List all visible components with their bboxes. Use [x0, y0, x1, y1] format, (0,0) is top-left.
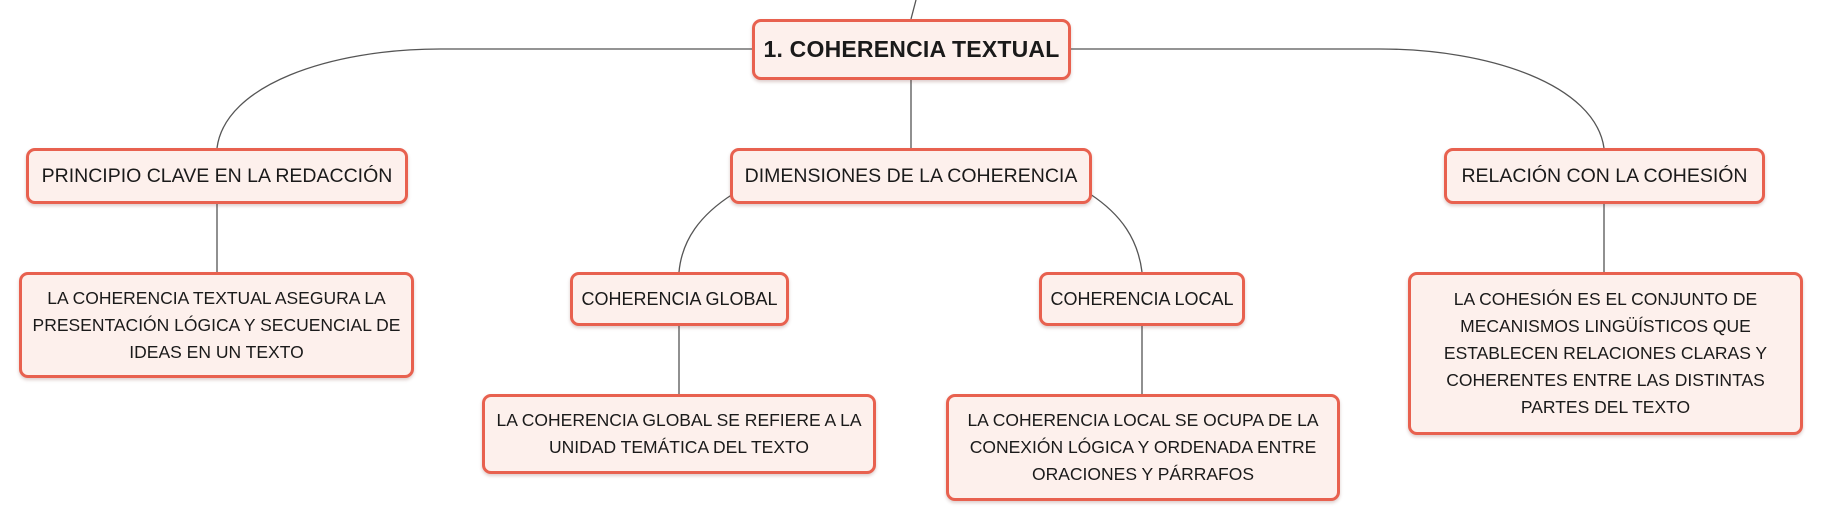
node-coherencia-local[interactable]: COHERENCIA LOCAL [1039, 272, 1245, 326]
leaf-coherencia-global[interactable]: LA COHERENCIA GLOBAL SE REFIERE A LA UNI… [482, 394, 876, 474]
root-label: 1. COHERENCIA TEXTUAL [763, 36, 1060, 62]
leaf-relacion-cohesion[interactable]: LA COHESIÓN ES EL CONJUNTO DE MECANISMOS… [1408, 272, 1803, 435]
node-principio-clave[interactable]: PRINCIPIO CLAVE EN LA REDACCIÓN [26, 148, 408, 204]
connector-root-up [910, 0, 917, 20]
connector-dimensiones-to-global [678, 193, 734, 273]
leaf-coherencia-global-text: LA COHERENCIA GLOBAL SE REFIERE A LA UNI… [496, 410, 862, 457]
node-coherencia-global[interactable]: COHERENCIA GLOBAL [570, 272, 789, 326]
connector-root-to-principio [216, 48, 752, 149]
node-coherencia-local-label: COHERENCIA LOCAL [1050, 288, 1234, 309]
leaf-principio-clave[interactable]: LA COHERENCIA TEXTUAL ASEGURA LA PRESENT… [19, 272, 414, 378]
connector-root-to-relacion [1071, 48, 1605, 149]
node-relacion-cohesion[interactable]: RELACIÓN CON LA COHESIÓN [1444, 148, 1765, 204]
node-relacion-cohesion-label: RELACIÓN CON LA COHESIÓN [1461, 164, 1748, 187]
leaf-coherencia-local[interactable]: LA COHERENCIA LOCAL SE OCUPA DE LA CONEX… [946, 394, 1340, 501]
root-node[interactable]: 1. COHERENCIA TEXTUAL [752, 19, 1071, 80]
node-dimensiones[interactable]: DIMENSIONES DE LA COHERENCIA [730, 148, 1092, 204]
connector-dimensiones-to-local [1089, 193, 1143, 273]
leaf-relacion-cohesion-text: LA COHESIÓN ES EL CONJUNTO DE MECANISMOS… [1443, 289, 1768, 417]
node-coherencia-global-label: COHERENCIA GLOBAL [581, 288, 778, 309]
node-dimensiones-label: DIMENSIONES DE LA COHERENCIA [744, 164, 1078, 187]
leaf-principio-clave-text: LA COHERENCIA TEXTUAL ASEGURA LA PRESENT… [32, 287, 401, 362]
leaf-coherencia-local-text: LA COHERENCIA LOCAL SE OCUPA DE LA CONEX… [967, 410, 1319, 484]
node-principio-clave-label: PRINCIPIO CLAVE EN LA REDACCIÓN [41, 164, 393, 187]
